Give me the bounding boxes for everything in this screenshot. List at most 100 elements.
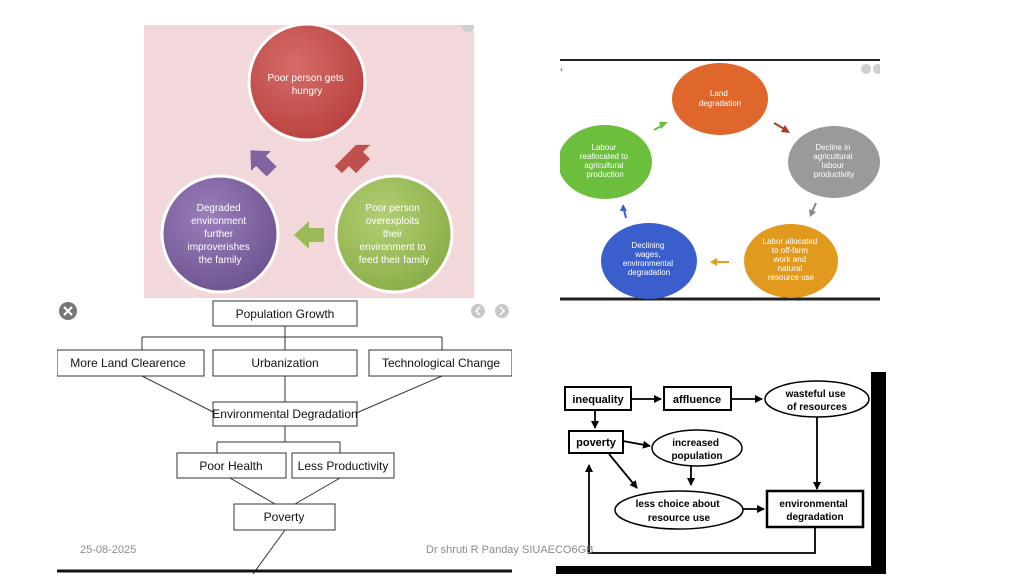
box-urbanization-label: Urbanization: [251, 356, 318, 370]
box-population-growth: Population Growth: [212, 300, 358, 327]
node-land-line: degradation: [699, 99, 741, 108]
node-wages-line: wages,: [634, 250, 660, 259]
node-decline-line: Decline in: [815, 143, 850, 152]
node-degraded-environment: Degraded environment further improverish…: [160, 174, 280, 294]
inequality-flow-diagram: inequality affluence wasteful use of res…: [556, 372, 886, 574]
less-choice-line: resource use: [648, 513, 711, 524]
node-overexploits-line: environment to: [360, 242, 427, 253]
arrow-red: [334, 144, 371, 174]
box-inequality: inequality: [564, 386, 632, 411]
box-environmental-degradation: Environmental Degradation: [212, 401, 358, 427]
slide-date: 25-08-2025: [80, 544, 137, 556]
node-decline-productivity: Decline in agricultural labour productiv…: [788, 126, 880, 198]
node-declining-wages: Declining wages, environmental degradati…: [601, 223, 697, 299]
node-overexploits-line: overexploits: [366, 216, 419, 227]
slide-footer-author: Dr shruti R Panday SIUAECO6GB: [426, 544, 594, 556]
box-inequality-label: inequality: [572, 394, 624, 406]
node-wages-line: environmental: [623, 259, 673, 268]
box-environmental-degradation: environmental degradation: [765, 489, 865, 529]
ellipse-less-choice: less choice about resource use: [614, 490, 744, 530]
box-more-land-label: More Land Clearence: [70, 356, 186, 370]
ellipse-wasteful-use: wasteful use of resources: [764, 380, 870, 418]
close-icon[interactable]: [59, 302, 77, 320]
arrow-purple: [250, 150, 277, 177]
node-offfarm-line: work and: [773, 255, 806, 264]
box-affluence-label: affluence: [673, 394, 721, 406]
svg-text:less choice about reso: less choice about resource use: [636, 499, 723, 524]
box-poor-health: Poor Health: [176, 452, 287, 479]
box-affluence: affluence: [663, 386, 732, 411]
svg-text:Declining wages,: Declining wages, environmental degradati…: [623, 241, 675, 277]
svg-text:environmental degradat: environmental degradation: [779, 499, 850, 523]
close-icon[interactable]: [861, 64, 871, 74]
svg-text:Labor allocated to off: Labor allocated to off-farm work and nat…: [763, 237, 820, 282]
svg-text:Land degradation: Land degradation: [699, 89, 741, 108]
arrow-decline-to-offfarm: [809, 202, 817, 217]
node-labour-reallocated: Labour reallocated to agricultural produ…: [560, 125, 652, 199]
svg-text:Degraded environment: Degraded environment further improverish…: [187, 203, 252, 266]
node-decline-line: agricultural: [813, 152, 852, 161]
hunger-cycle-diagram: Poor person gets hungry Poor person over…: [144, 25, 474, 298]
box-poverty-label: Poverty: [264, 510, 305, 524]
arrow-labour-to-land: [653, 122, 668, 131]
box-poverty: Poverty: [233, 503, 336, 531]
arrow-wages-to-labour: [620, 204, 627, 219]
chevron-left-icon[interactable]: ‹: [560, 64, 563, 74]
node-wages-line: Declining: [631, 241, 664, 250]
box-technological-change: Technological Change: [368, 349, 512, 377]
box-poverty-label: poverty: [576, 437, 617, 449]
chevron-right-icon[interactable]: [873, 64, 880, 74]
arrow-green: [294, 221, 324, 249]
node-degraded-line: environment: [191, 216, 246, 227]
less-choice-line: less choice about: [636, 499, 721, 510]
svg-text:Labour reallocated to: Labour reallocated to agricultural produ…: [580, 143, 630, 179]
node-labour-line: production: [586, 170, 623, 179]
increased-population-line: population: [671, 451, 722, 462]
env-degradation-line: environmental: [779, 499, 848, 510]
node-degraded-line: the family: [199, 255, 242, 266]
box-more-land-clearence: More Land Clearence: [57, 349, 205, 377]
node-degraded-line: Degraded: [197, 203, 241, 214]
svg-text:Poor person gets hungr: Poor person gets hungry: [268, 73, 347, 97]
node-land-degradation: Land degradation: [672, 63, 768, 135]
node-labour-line: reallocated to: [580, 152, 629, 161]
node-decline-line: productivity: [814, 170, 854, 179]
land-degradation-cycle-diagram: ‹ Land degradation Decline in agricultur…: [560, 58, 880, 302]
chevron-right-icon[interactable]: [495, 304, 509, 318]
node-offfarm-line: to off-farm: [772, 246, 809, 255]
node-degraded-line: further: [204, 229, 234, 240]
node-degraded-line: improverishes: [187, 242, 249, 253]
node-land-line: Land: [710, 89, 728, 98]
wasteful-line: of resources: [787, 402, 847, 413]
node-wages-line: degradation: [628, 268, 670, 277]
ellipse-increased-population: increased population: [651, 429, 743, 467]
node-hungry: Poor person gets hungry: [247, 25, 367, 142]
node-offfarm-line: resource use: [768, 273, 815, 282]
node-labour-line: agricultural: [584, 161, 623, 170]
close-icon[interactable]: [462, 25, 474, 32]
node-hungry-line: hungry: [292, 86, 323, 97]
box-env-degradation-label: Environmental Degradation: [212, 407, 357, 421]
node-labour-line: Labour: [591, 143, 616, 152]
node-overexploits-line: feed their family: [359, 255, 430, 266]
node-overexploits-line: Poor person: [365, 203, 419, 214]
svg-text:Decline in agricultura: Decline in agricultural labour productiv…: [813, 143, 854, 179]
box-less-productivity-label: Less Productivity: [298, 459, 389, 473]
node-offfarm-labor: Labor allocated to off-farm work and nat…: [744, 224, 838, 298]
env-degradation-line: degradation: [786, 512, 843, 523]
node-hungry-line: Poor person gets: [268, 73, 344, 84]
svg-text:Poor person overexploi: Poor person overexploits their environme…: [359, 203, 430, 266]
node-overexploits: Poor person overexploits their environme…: [334, 174, 454, 294]
box-less-productivity: Less Productivity: [291, 452, 395, 479]
box-population-growth-label: Population Growth: [236, 307, 335, 321]
box-poor-health-label: Poor Health: [199, 459, 262, 473]
svg-text:wasteful use of resour: wasteful use of resources: [785, 389, 849, 413]
node-decline-line: labour: [822, 161, 845, 170]
wasteful-line: wasteful use: [785, 389, 846, 400]
chevron-left-icon[interactable]: [471, 304, 485, 318]
node-overexploits-line: their: [383, 229, 403, 240]
arrow-offfarm-to-wages: [710, 258, 729, 266]
arrow-land-to-decline: [773, 122, 790, 133]
svg-text:increased population: increased population: [671, 438, 722, 462]
box-tech-change-label: Technological Change: [382, 356, 500, 370]
